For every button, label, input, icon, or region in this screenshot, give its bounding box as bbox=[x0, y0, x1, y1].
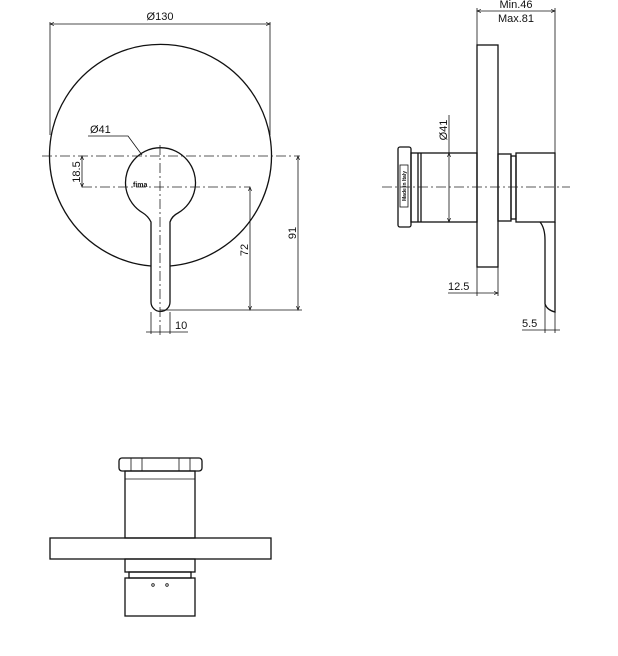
dim-handle-diameter: Ø41 bbox=[90, 124, 111, 136]
top-handle-cap bbox=[124, 577, 196, 617]
dim-plate-thickness: 12.5 bbox=[448, 281, 469, 293]
cover-plate-outline bbox=[48, 43, 273, 267]
top-body bbox=[124, 470, 196, 539]
nut-label-box bbox=[399, 164, 409, 208]
side-cover-plate bbox=[476, 44, 499, 268]
dim-lever-length: 72 bbox=[239, 244, 251, 256]
dim-plate-diameter: Ø130 bbox=[147, 11, 174, 23]
dim-offset: 18.5 bbox=[71, 161, 83, 182]
dim-lever-width: 10 bbox=[175, 320, 187, 332]
top-nut bbox=[118, 457, 203, 472]
leader-line bbox=[88, 135, 143, 156]
nut-marking: Made in Italy bbox=[402, 171, 408, 201]
handle-outline bbox=[124, 147, 197, 313]
dim-depth-min: Min.46 bbox=[499, 0, 532, 11]
dim-depth-max: Max.81 bbox=[498, 13, 534, 25]
logo-fima: fima bbox=[133, 182, 148, 189]
side-handle-cap bbox=[515, 152, 556, 223]
dim-total-height: 91 bbox=[287, 227, 299, 239]
dim-body-diameter: Ø41 bbox=[438, 120, 450, 141]
side-view: Made in Italy Min.46 Max.81 Ø41 12.5 5.5 bbox=[382, 0, 570, 333]
side-lever bbox=[539, 221, 556, 313]
top-cover-plate bbox=[49, 537, 272, 560]
dim-lever-thickness: 5.5 bbox=[522, 318, 537, 330]
top-view bbox=[49, 457, 272, 617]
front-view: Ø130 Ø41 18.5 72 91 10 fima bbox=[42, 11, 302, 335]
side-nut bbox=[397, 146, 412, 228]
